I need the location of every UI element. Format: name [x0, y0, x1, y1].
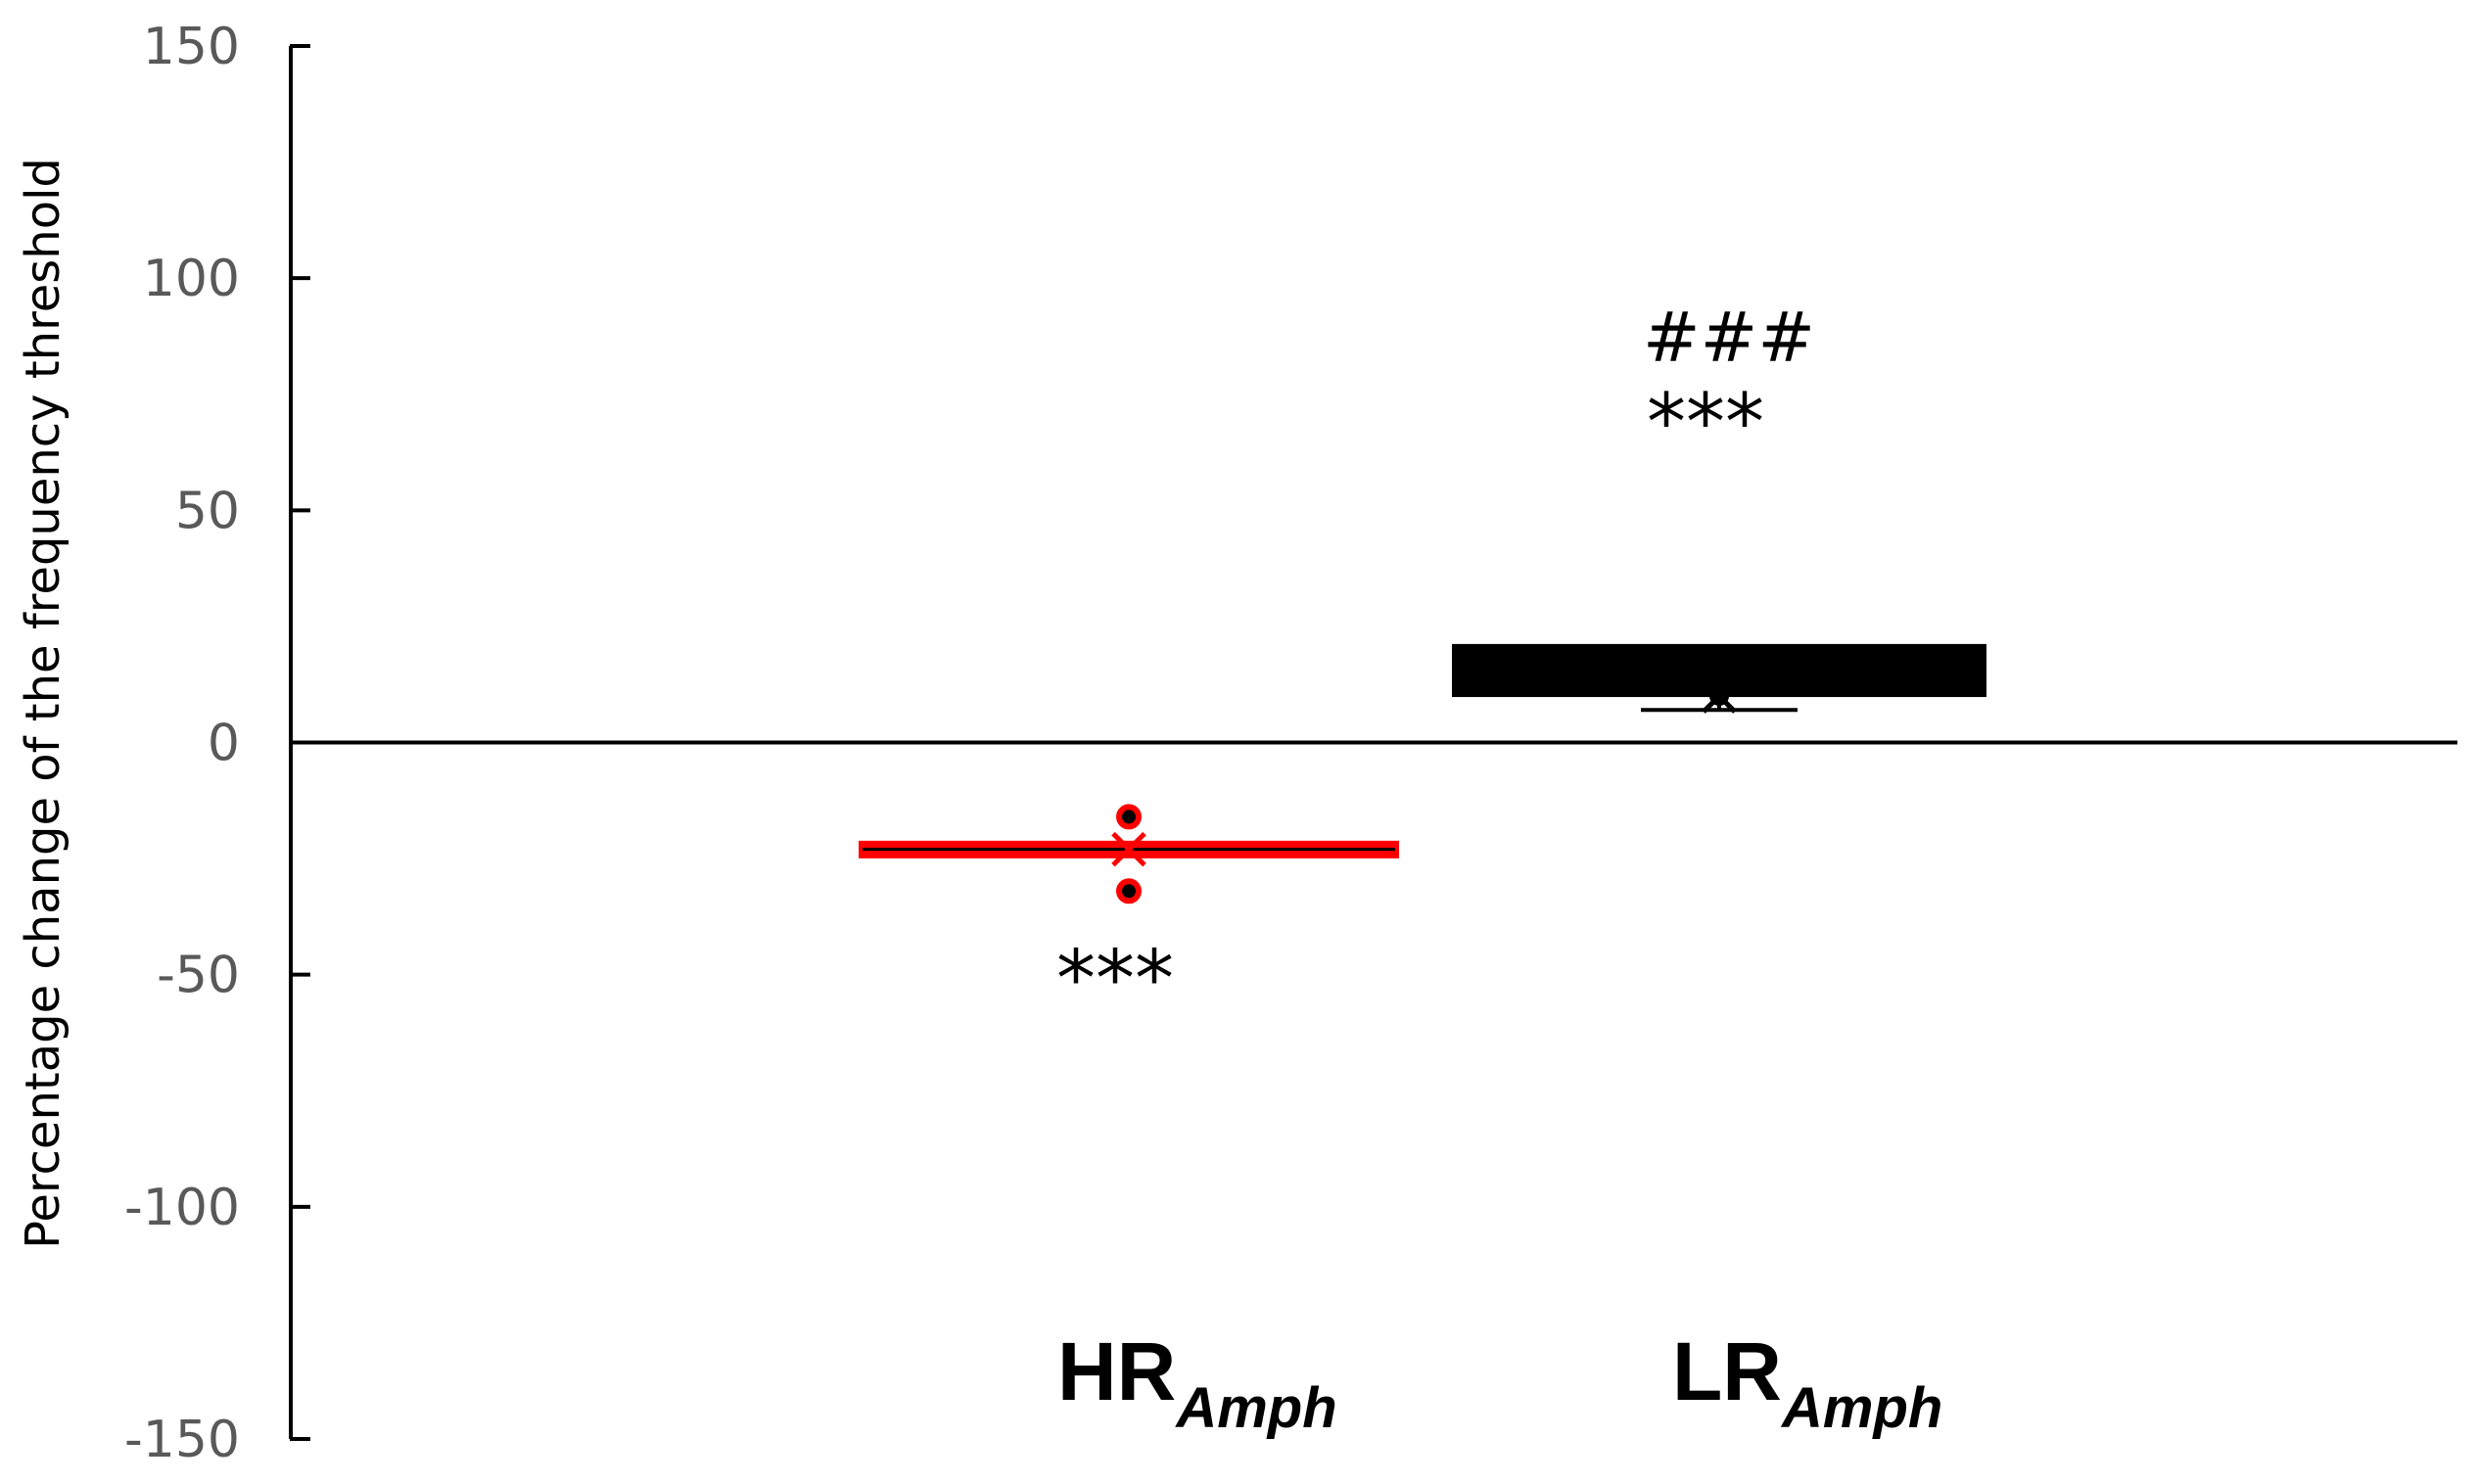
category-label-subscript: Amph — [1780, 1376, 1942, 1440]
y-tick-label: 100 — [143, 250, 240, 308]
significance-label: *** — [1647, 377, 1764, 468]
y-axis: 150 100 50 0 -50 -100 -150 — [124, 18, 310, 1469]
y-tick-label: -50 — [157, 947, 240, 1005]
mean-marker — [1709, 686, 1729, 707]
category-label-hr: HRAmph — [1057, 1325, 1337, 1440]
category-label-main: HR — [1057, 1325, 1176, 1417]
category-label-lr: LRAmph — [1672, 1325, 1942, 1440]
outlier-point — [1116, 878, 1142, 904]
significance-label: ### — [1643, 298, 1815, 378]
plot-area: ******### — [291, 298, 2457, 1024]
y-tick-label: -150 — [124, 1411, 240, 1469]
y-tick-label: 150 — [143, 18, 240, 76]
significance-label: *** — [1056, 933, 1174, 1024]
category-label-subscript: Amph — [1174, 1376, 1336, 1440]
y-tick-label: -100 — [124, 1179, 240, 1237]
mean-marker — [1111, 831, 1146, 867]
box-lr: ***### — [1452, 298, 1986, 714]
y-tick-label: 0 — [208, 715, 240, 773]
category-label-main: LR — [1672, 1325, 1782, 1417]
outlier-point — [1116, 804, 1142, 830]
box-hr: *** — [859, 804, 1399, 1024]
y-axis-title: Percentage change of the frequency thres… — [16, 158, 70, 1249]
y-tick-label: 50 — [175, 482, 240, 540]
